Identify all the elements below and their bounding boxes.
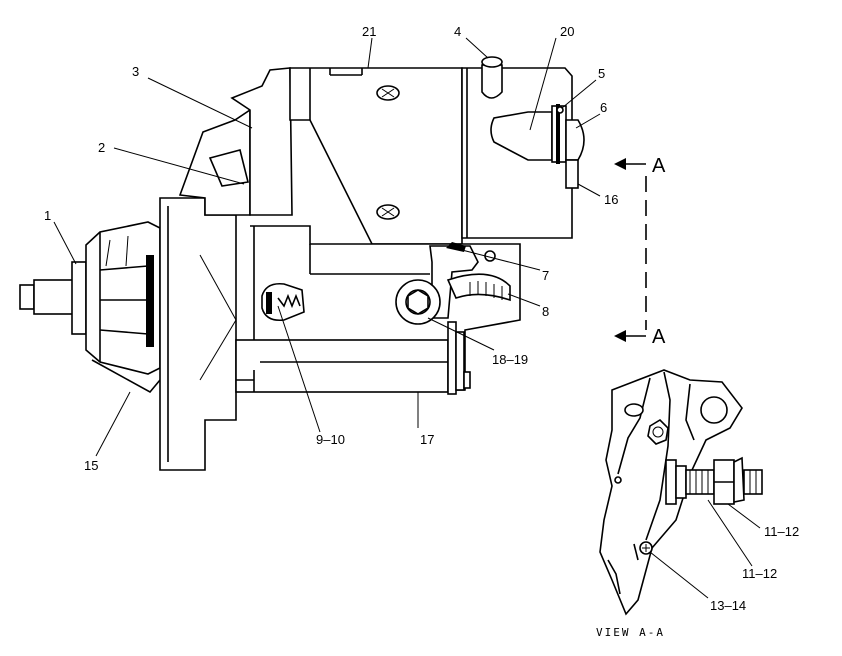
section-marker-a-a: A A xyxy=(614,155,666,348)
callout-21: 21 xyxy=(362,24,376,39)
section-label-bottom: A xyxy=(652,326,666,348)
callout-labels: 1 2 3 4 20 21 5 6 16 7 8 18–19 17 9–10 1… xyxy=(44,24,799,613)
section-label-top: A xyxy=(652,155,666,177)
callout-17: 17 xyxy=(420,432,434,447)
callout-11-12-a: 11–12 xyxy=(764,524,799,539)
starter-motor-assembly xyxy=(19,56,585,471)
callout-9-10: 9–10 xyxy=(316,432,345,447)
callout-15: 15 xyxy=(84,458,98,473)
callout-2: 2 xyxy=(98,140,105,155)
callout-13-14: 13–14 xyxy=(710,598,746,613)
leader-lines xyxy=(53,37,761,599)
callout-8: 8 xyxy=(542,304,549,319)
view-a-a-detail: VIEW A-A xyxy=(596,369,763,639)
callout-16: 16 xyxy=(604,192,618,207)
callout-6: 6 xyxy=(600,100,607,115)
callout-4: 4 xyxy=(454,24,461,39)
view-a-a-caption: VIEW A-A xyxy=(596,626,665,639)
callout-3: 3 xyxy=(132,64,139,79)
callout-18-19: 18–19 xyxy=(492,352,528,367)
callout-5: 5 xyxy=(598,66,605,81)
callout-20: 20 xyxy=(560,24,574,39)
callout-7: 7 xyxy=(542,268,549,283)
callout-11-12-b: 11–12 xyxy=(742,566,777,581)
callout-1: 1 xyxy=(44,208,51,223)
